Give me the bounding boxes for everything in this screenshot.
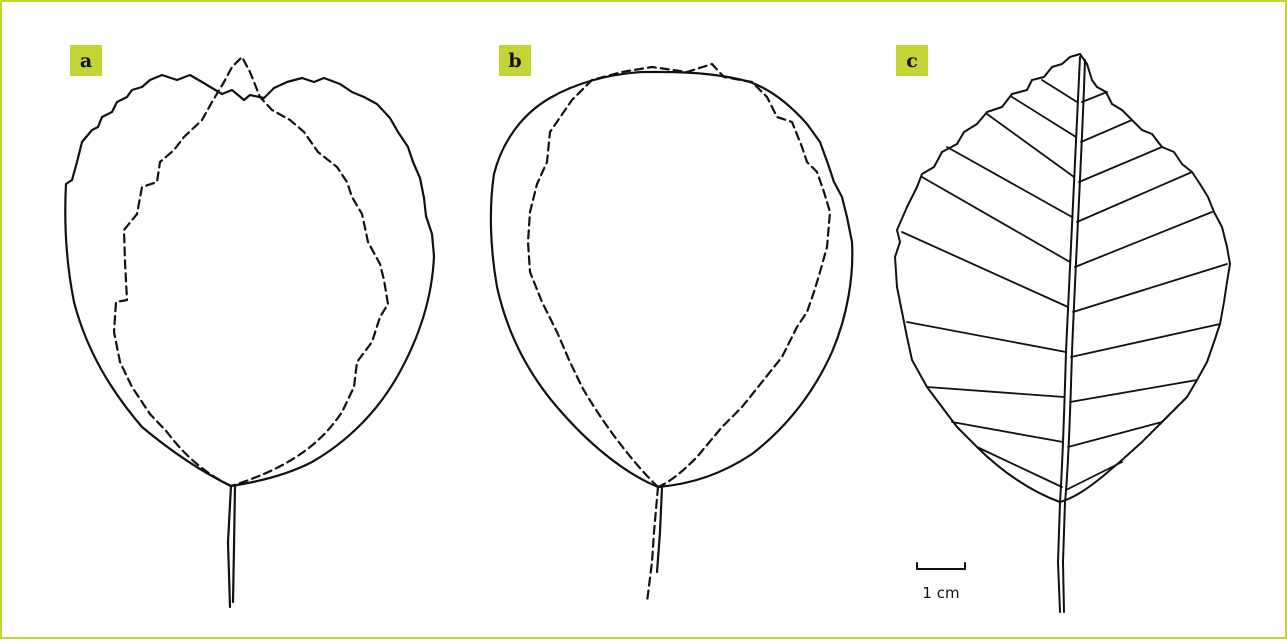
scale-bar <box>917 563 965 569</box>
leaf-a-solid-outline <box>65 75 434 486</box>
leaf-c-veins-right <box>1066 92 1227 490</box>
panel-label-b: b <box>499 45 531 76</box>
leaf-b-solid-outline <box>491 72 852 487</box>
leaf-c-midrib <box>1058 57 1080 612</box>
leaf-a-dashed-outline <box>114 57 388 486</box>
leaf-c-veins-left <box>902 80 1077 487</box>
leaf-b-petiole <box>647 487 658 602</box>
scale-bar-label: 1 cm <box>906 584 976 602</box>
panel-label-a: a <box>70 45 102 76</box>
leaf-a-petiole <box>228 486 231 607</box>
panel-label-c: c <box>896 45 928 76</box>
leaf-a-petiole-side <box>233 486 235 602</box>
